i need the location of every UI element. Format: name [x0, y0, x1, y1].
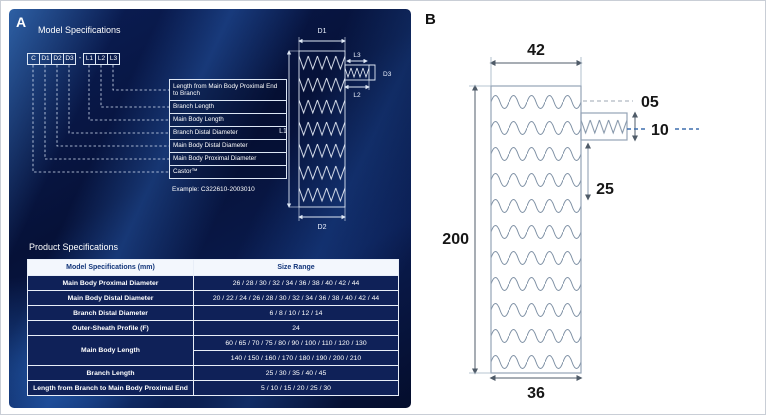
- connector-d2: [56, 65, 169, 147]
- example-code: Example: C322610-2003010: [172, 186, 255, 193]
- stent-diagram-b: 42 200 36 05 10 25: [442, 42, 699, 402]
- legend-item: Castor™: [169, 165, 287, 179]
- dim-label-d3: D3: [383, 71, 392, 78]
- panel-b-label: B: [425, 11, 436, 28]
- table-row: Branch Distal Diameter 6 / 8 / 10 / 12 /…: [27, 305, 399, 321]
- panel-b: B: [415, 1, 765, 414]
- panel-a: A Model Specifications C D1 D2 D3 - L1 L…: [9, 9, 411, 408]
- dim-bracket-d3: [369, 64, 376, 81]
- dim-label-bottom-width: 36: [527, 385, 545, 402]
- spec-value-cell: 60 / 65 / 70 / 75 / 80 / 90 / 100 / 110 …: [193, 335, 399, 351]
- legend-item: Main Body Proximal Diameter: [169, 152, 287, 166]
- spec-value-cell: 6 / 8 / 10 / 12 / 14: [193, 305, 399, 321]
- spec-header-cell: Size Range: [193, 259, 399, 276]
- panel-a-label: A: [16, 14, 27, 30]
- connector-l1: [88, 65, 169, 121]
- spec-label-cell: Outer-Sheath Profile (F): [27, 320, 194, 336]
- spec-value-cell: 26 / 28 / 30 / 32 / 34 / 36 / 38 / 40 / …: [193, 275, 399, 291]
- table-header-row: Model Specifications (mm) Size Range: [27, 259, 399, 276]
- dim-label-l3: L3: [353, 52, 361, 59]
- dim-label-body-length: 200: [442, 231, 469, 248]
- main-body-outline: [298, 50, 346, 208]
- code-box-d3: D3: [63, 53, 76, 65]
- dim-label-l1: L1: [279, 128, 287, 135]
- legend-item: Branch Distal Diameter: [169, 126, 287, 140]
- main-body-outline: [490, 85, 582, 374]
- dim-label-branch-diameter: 10: [651, 122, 669, 139]
- code-separator: -: [78, 55, 82, 62]
- table-row: Outer-Sheath Profile (F) 24: [27, 320, 399, 336]
- legend-item: Main Body Distal Diameter: [169, 139, 287, 153]
- spec-value-cell: 20 / 22 / 24 / 26 / 28 / 30 / 32 / 34 / …: [193, 290, 399, 306]
- legend-item: Length from Main Body Proximal End to Br…: [169, 79, 287, 101]
- spec-label-cell: Main Body Proximal Diameter: [27, 275, 194, 291]
- dim-label-d1: D1: [318, 28, 327, 35]
- connector-d3: [68, 65, 169, 134]
- dim-label-top-width: 42: [527, 42, 545, 59]
- spec-label-cell: Branch Distal Diameter: [27, 305, 194, 321]
- table-row: Branch Length 25 / 30 / 35 / 40 / 45: [27, 365, 399, 381]
- spec-label-cell: Branch Length: [27, 365, 194, 381]
- connector-l2: [100, 65, 169, 108]
- legend-item: Branch Length: [169, 100, 287, 114]
- spec-value-cell: 24: [193, 320, 399, 336]
- connector-d1: [44, 65, 169, 160]
- table-row: Length from Branch to Main Body Proximal…: [27, 380, 399, 396]
- connector-c: [32, 65, 169, 173]
- spec-label-cell: Length from Branch to Main Body Proximal…: [27, 380, 194, 396]
- table-row: 140 / 150 / 160 / 170 / 180 / 190 / 200 …: [28, 350, 399, 366]
- dim-label-d2: D2: [318, 224, 327, 231]
- spec-value-cell: 25 / 30 / 35 / 40 / 45: [193, 365, 399, 381]
- spec-label-cell: Main Body Distal Diameter: [27, 290, 194, 306]
- spec-label-cell: Main Body Length: [27, 335, 194, 366]
- dim-label-proximal-offset: 05: [641, 94, 659, 111]
- spec-value-cell: 5 / 10 / 15 / 20 / 25 / 30: [193, 380, 399, 396]
- stent-diagram-a: D1 D2 L1 L3 D3 L2: [279, 28, 392, 231]
- legend-item: Main Body Length: [169, 113, 287, 127]
- table-row: Main Body Proximal Diameter 26 / 28 / 30…: [27, 275, 399, 291]
- table-row: Main Body Length 60 / 65 / 70 / 75 / 80 …: [27, 335, 399, 366]
- legend: Length from Main Body Proximal End to Br…: [169, 79, 287, 179]
- connector-l3: [112, 65, 169, 91]
- branch-outline: [344, 64, 370, 81]
- dim-label-branch-length: 25: [596, 181, 614, 198]
- code-box-l3: L3: [107, 53, 120, 65]
- spec-table: Model Specifications (mm) Size Range Mai…: [27, 259, 399, 396]
- model-specifications-title: Model Specifications: [38, 25, 121, 35]
- branch-outline: [580, 112, 628, 141]
- spec-header-cell: Model Specifications (mm): [27, 259, 194, 276]
- spec-value-cell: 140 / 150 / 160 / 170 / 180 / 190 / 200 …: [193, 350, 399, 366]
- dim-label-l2: L2: [353, 92, 361, 99]
- table-row: Main Body Distal Diameter 20 / 22 / 24 /…: [27, 290, 399, 306]
- product-specifications-title: Product Specifications: [29, 242, 119, 252]
